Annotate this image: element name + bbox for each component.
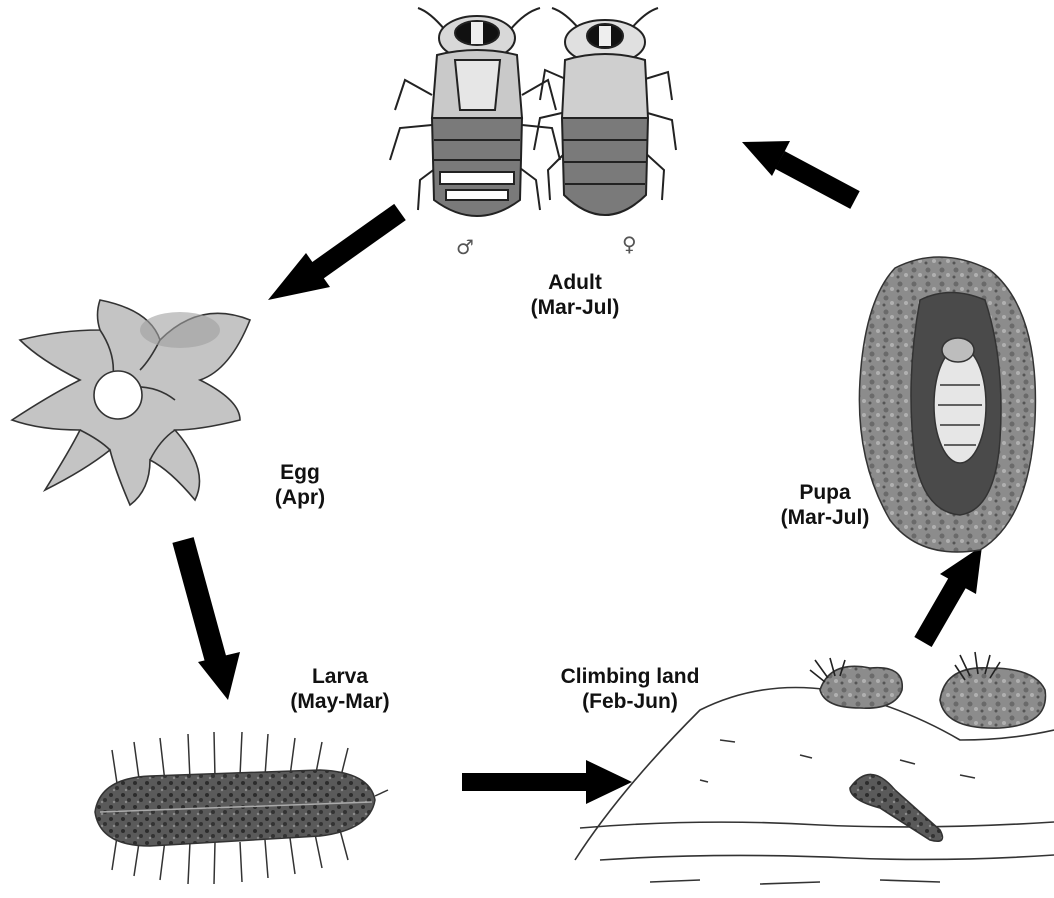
male-firefly-icon [390,8,560,216]
stage-label-adult: Adult (Mar-Jul) [500,270,650,320]
larva-icon [95,732,388,884]
stage-name: Larva [265,664,415,689]
stage-label-pupa: Pupa (Mar-Jul) [750,480,900,530]
arrow-larva-to-climbing [462,760,632,804]
stage-label-climbing: Climbing land (Feb-Jun) [535,664,725,714]
arrow-egg-to-larva [183,540,240,700]
female-firefly-icon [534,8,676,215]
stage-period: (Apr) [250,485,350,510]
stage-label-egg: Egg (Apr) [250,460,350,510]
stage-period: (Mar-Jul) [750,505,900,530]
female-symbol: ♀ [622,232,637,256]
rock-left-icon [810,658,902,708]
stage-period: (Mar-Jul) [500,295,650,320]
stage-name: Adult [500,270,650,295]
stage-name: Pupa [750,480,900,505]
egg-mass-icon [12,300,250,505]
stage-name: Egg [250,460,350,485]
arrow-pupa-to-adult [742,141,855,200]
rock-right-icon [940,652,1045,728]
male-symbol: ♂ [456,235,474,259]
stage-label-larva: Larva (May-Mar) [265,664,415,714]
arrow-climbing-to-pupa [923,546,982,642]
stage-period: (May-Mar) [265,689,415,714]
arrow-adult-to-egg [268,212,400,300]
stage-period: (Feb-Jun) [535,689,725,714]
climbing-larva-icon [850,774,942,841]
stage-name: Climbing land [535,664,725,689]
